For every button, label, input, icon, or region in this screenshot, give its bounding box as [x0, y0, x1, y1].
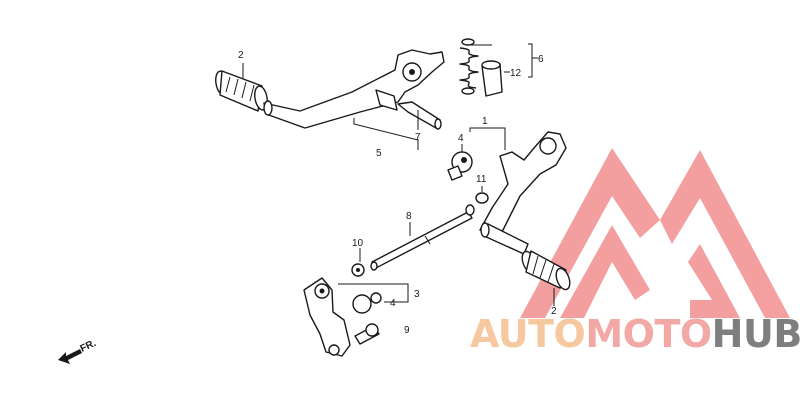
- watermark-part-moto: MOTO: [585, 312, 712, 356]
- nut-11: [475, 192, 489, 204]
- footpeg-rubber-left: [215, 70, 268, 112]
- callout-6: 6: [538, 54, 544, 65]
- callout-7: 7: [415, 132, 421, 143]
- shift-arm-3: [303, 277, 351, 357]
- watermark-text: AUTOMOTOHUB: [470, 312, 800, 356]
- direction-label: FR.: [79, 338, 98, 355]
- callout-3: 3: [414, 289, 420, 300]
- watermark-part-auto: AUTO: [470, 312, 586, 356]
- callout-2-right: 2: [551, 306, 557, 317]
- bolt-4-top: [447, 151, 473, 181]
- callout-5: 5: [376, 148, 382, 159]
- callout-11: 11: [476, 174, 487, 185]
- nut-10: [351, 263, 365, 277]
- watermark-part-hub: HUB: [711, 312, 800, 356]
- ball-joint-4-bottom: [352, 292, 382, 314]
- callout-8: 8: [406, 211, 412, 222]
- callout-2-left: 2: [238, 50, 244, 61]
- callout-4-top: 4: [458, 133, 464, 144]
- leader-lines: [242, 43, 555, 306]
- bolt-9: [354, 323, 380, 345]
- watermark-logo: [520, 148, 790, 318]
- callout-4-bottom: 4: [390, 298, 396, 309]
- footpeg-rubber-right: [521, 250, 571, 291]
- spring-collar-12: [481, 60, 503, 97]
- shift-rod-8: [370, 204, 475, 271]
- callout-9: 9: [404, 325, 410, 336]
- callout-1: 1: [482, 116, 488, 127]
- step-bar-lever: [263, 49, 445, 129]
- callout-12: 12: [510, 68, 522, 79]
- step-bracket-right: [479, 131, 567, 255]
- callout-10: 10: [352, 238, 364, 249]
- return-spring: [459, 38, 492, 95]
- front-direction-arrow-icon: [58, 349, 82, 364]
- pin-7: [397, 101, 442, 130]
